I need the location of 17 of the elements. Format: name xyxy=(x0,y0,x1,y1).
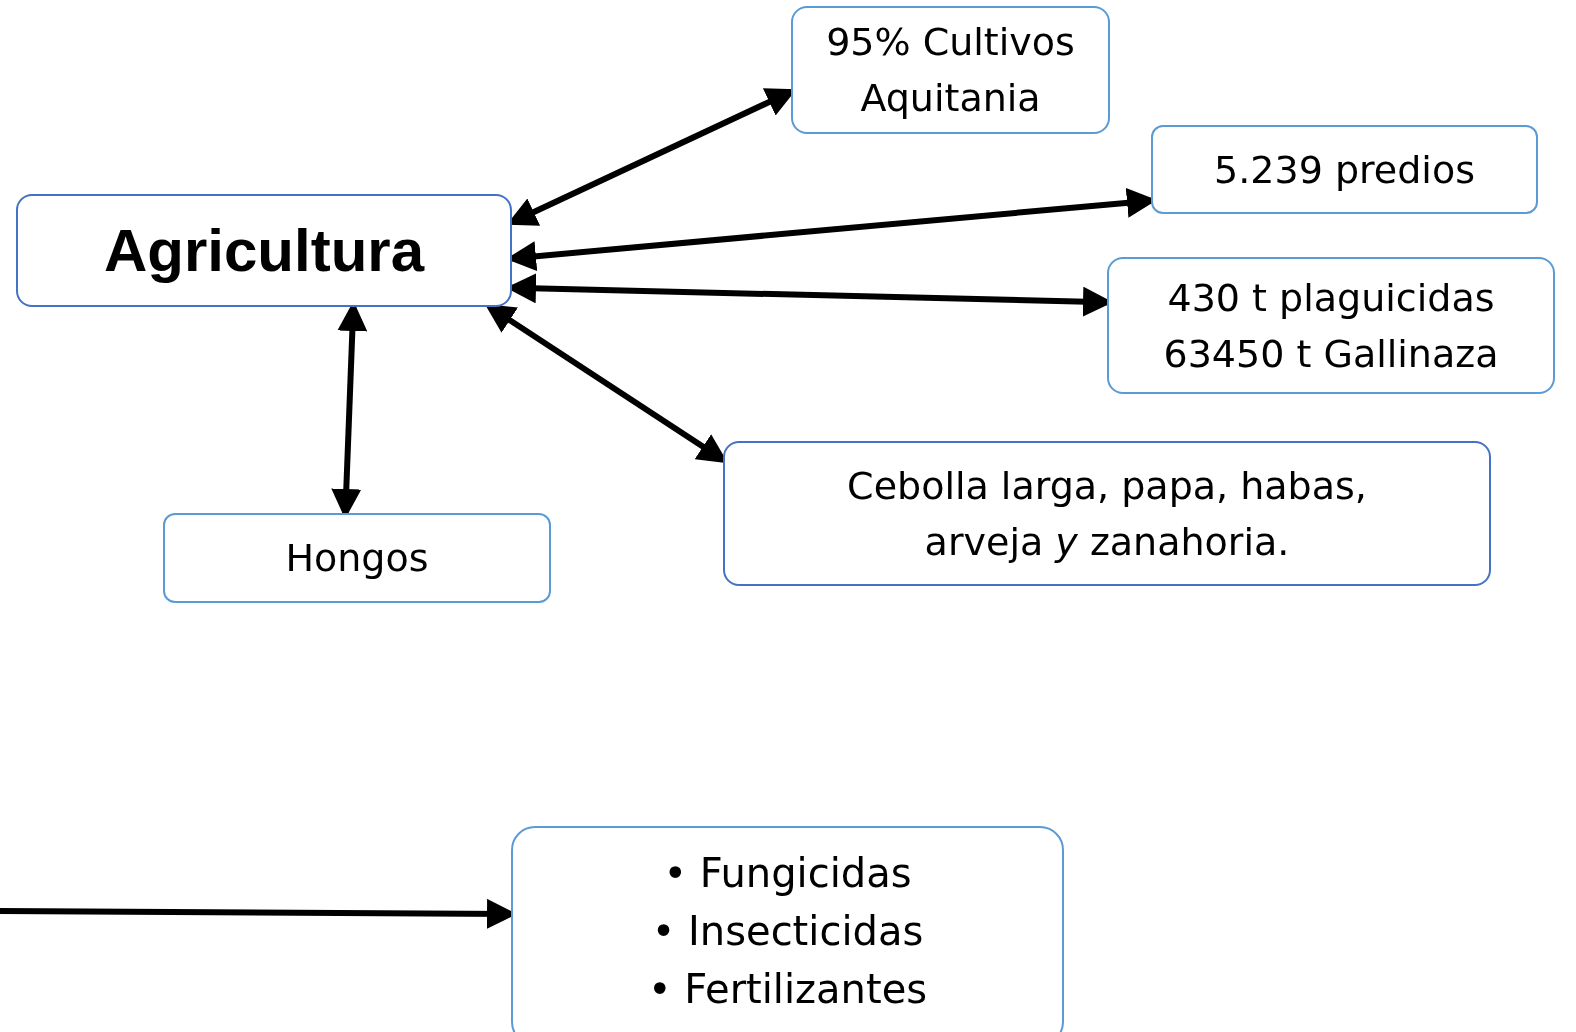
bullet-item: • Fungicidas xyxy=(663,849,912,898)
bullet-item: • Insecticidas xyxy=(651,907,924,956)
text-box xyxy=(1107,257,1555,394)
node-text: 95% Cultivos Aquitania xyxy=(825,19,1076,122)
text-box xyxy=(791,6,1110,134)
node-text: 430 t plaguicidas xyxy=(1167,274,1495,322)
text-box xyxy=(16,194,512,307)
text-box xyxy=(163,513,551,603)
node-text: Hongos xyxy=(285,535,429,582)
text-box xyxy=(511,826,1064,1032)
text-box xyxy=(1151,125,1538,214)
node-text: 5.239 predios xyxy=(1214,146,1475,194)
bullet-item: • Fertilizantes xyxy=(647,965,928,1014)
node-title: Agricultura xyxy=(103,220,424,281)
node-text: 63450 t Gallinaza xyxy=(1163,330,1499,378)
node-text: Cebolla larga, papa, habas, arveja y zanahoria. xyxy=(846,462,1368,566)
text-box xyxy=(723,441,1491,586)
